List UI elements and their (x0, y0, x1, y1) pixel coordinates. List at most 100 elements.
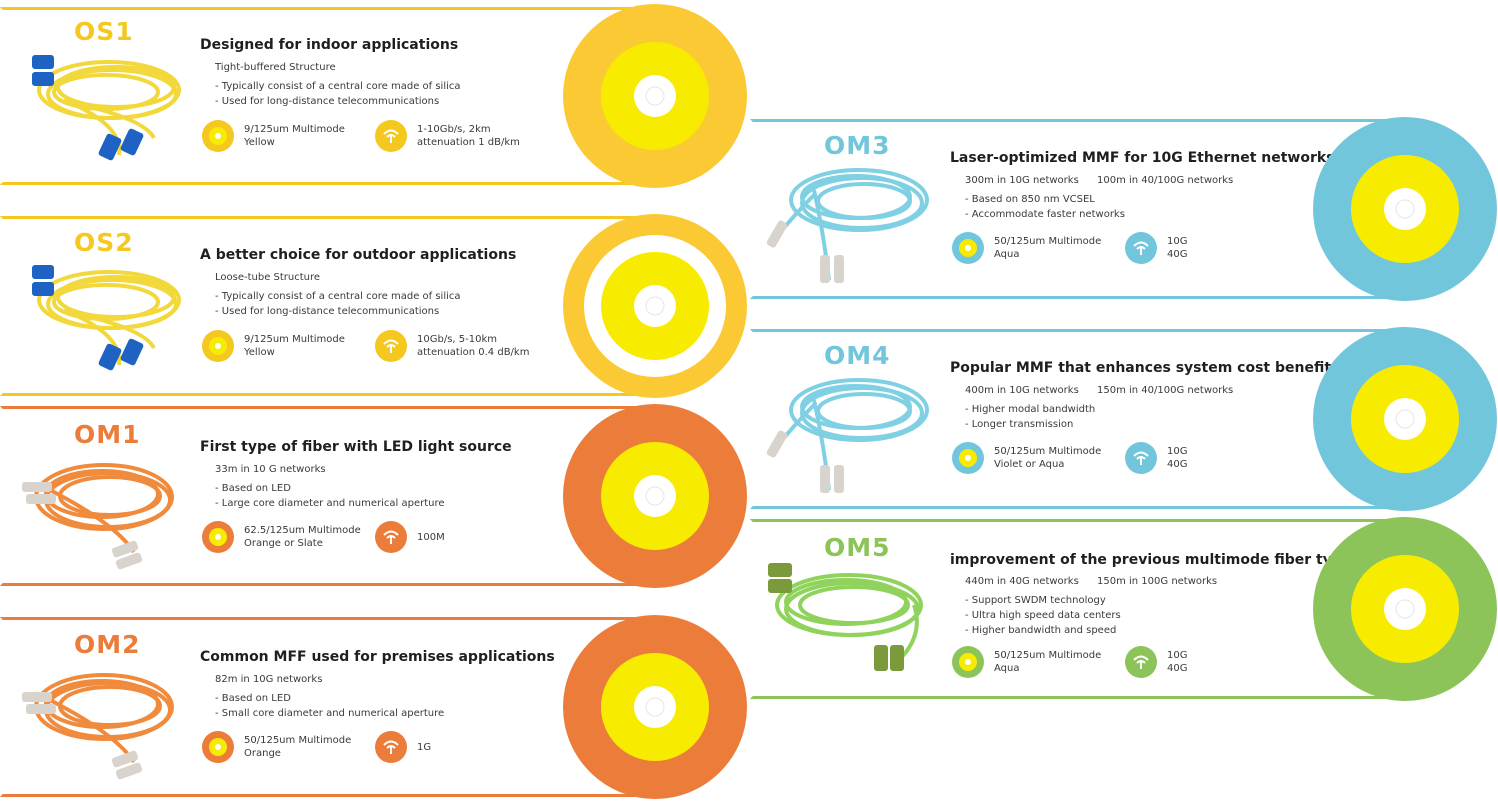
spec-line: Violet or Aqua (994, 459, 1065, 470)
bullet-item: - Ultra high speed data centers (965, 610, 1121, 621)
card-subtitle: Loose-tube Structure (215, 272, 321, 283)
fiber-cable-photo (22, 463, 174, 570)
spec-line: Aqua (994, 249, 1020, 260)
bullet-item: - Higher modal bandwidth (965, 404, 1096, 415)
spec-line: attenuation 1 dB/km (417, 137, 520, 148)
card-subtitle-2: 100m in 40/100G networks (1097, 175, 1234, 186)
bullet-item: - Longer transmission (965, 419, 1074, 430)
speed-signal-icon (1125, 232, 1157, 264)
card-label: OS1 (74, 17, 134, 46)
speed-signal-icon (1125, 442, 1157, 474)
card-subtitle: Tight-buffered Structure (215, 62, 336, 73)
fiber-core-icon (202, 330, 234, 362)
spec-line: Aqua (994, 663, 1020, 674)
spec-line: 40G (1167, 663, 1188, 674)
speed-signal-icon (375, 120, 407, 152)
card-label: OM1 (74, 420, 141, 449)
card-bullets: - Based on LED - Small core diameter and… (215, 691, 444, 721)
fiber-cross-section-disc (563, 615, 747, 799)
fiber-core-icon (952, 646, 984, 678)
card-heading: A better choice for outdoor applications (200, 247, 517, 263)
card-heading: Designed for indoor applications (200, 37, 459, 53)
speed-signal-icon (375, 731, 407, 763)
fiber-core-icon (202, 120, 234, 152)
spec-line: 50/125um Multimode (994, 236, 1102, 247)
spec-line: 1-10Gb/s, 2km (417, 124, 491, 135)
spec-line: 10G (1167, 650, 1188, 661)
bullet-item: - Higher bandwidth and speed (965, 625, 1117, 636)
card-subtitle-2: 150m in 100G networks (1097, 576, 1218, 587)
spec-line: Orange or Slate (244, 538, 323, 549)
bullet-item: - Large core diameter and numerical aper… (215, 498, 445, 509)
card-label: OS2 (74, 228, 134, 257)
card-heading: Laser-optimized MMF for 10G Ethernet net… (950, 150, 1335, 166)
card-subtitle: 33m in 10 G networks (215, 464, 326, 475)
spec-speed: 10Gb/s, 5-10km attenuation 0.4 dB/km (375, 330, 529, 362)
fiber-cable-photo (32, 265, 181, 371)
spec-line: 100M (417, 531, 445, 543)
speed-signal-icon (375, 521, 407, 553)
fiber-cross-section-disc (1313, 117, 1497, 301)
card-subtitle: 300m in 10G networks (965, 175, 1079, 186)
spec-line: 10Gb/s, 5-10km (417, 334, 497, 345)
spec-line: Yellow (244, 347, 275, 358)
bullet-item: - Based on LED (215, 483, 291, 494)
spec-line: Yellow (244, 137, 275, 148)
spec-line: 40G (1167, 249, 1188, 260)
card-label: OM2 (74, 630, 141, 659)
fiber-core-icon (202, 731, 234, 763)
card-bullets: - Higher modal bandwidth - Longer transm… (965, 402, 1095, 432)
card-bullets: - Support SWDM technology - Ultra high s… (965, 593, 1121, 638)
spec-line: 9/125um Multimode (244, 334, 345, 345)
spec-line: 10G (1167, 236, 1188, 247)
spec-speed: 1G (375, 731, 431, 763)
fiber-core-icon (952, 232, 984, 264)
spec-line: 50/125um Multimode (994, 650, 1102, 661)
fiber-cable-photo (22, 673, 174, 780)
spec-line: 1G (417, 741, 432, 753)
card-label: OM5 (824, 533, 891, 562)
spec-line: 40G (1167, 459, 1188, 470)
fiber-cable-photo (32, 55, 181, 161)
spec-line: Orange (244, 748, 281, 759)
fiber-cross-section-disc (1313, 517, 1497, 701)
card-bullets: - Typically consist of a central core ma… (215, 79, 461, 109)
card-heading: Common MFF used for premises application… (200, 649, 555, 665)
card-heading: First type of fiber with LED light sourc… (200, 439, 512, 455)
spec-speed: 1-10Gb/s, 2km attenuation 1 dB/km (375, 120, 520, 152)
bullet-item: - Used for long-distance telecommunicati… (215, 96, 440, 107)
spec-line: 9/125um Multimode (244, 124, 345, 135)
spec-line: attenuation 0.4 dB/km (417, 347, 530, 358)
fiber-cable-photo (768, 563, 923, 671)
card-bullets: - Based on 850 nm VCSEL - Accommodate fa… (965, 192, 1125, 222)
fiber-cable-photo (766, 168, 929, 283)
spec-speed: 100M (375, 521, 445, 553)
bullet-item: - Based on 850 nm VCSEL (965, 194, 1095, 205)
card-bullets: - Based on LED - Large core diameter and… (215, 481, 445, 511)
card-label: OM4 (824, 341, 891, 370)
bullet-item: - Accommodate faster networks (965, 209, 1125, 220)
fiber-cross-section-disc (563, 4, 747, 188)
spec-line: 62.5/125um Multimode (244, 525, 361, 536)
card-heading: Popular MMF that enhances system cost be… (950, 360, 1340, 376)
speed-signal-icon (1125, 646, 1157, 678)
card-subtitle-2: 150m in 40/100G networks (1097, 385, 1234, 396)
card-subtitle: 400m in 10G networks (965, 385, 1079, 396)
spec-line: 50/125um Multimode (994, 446, 1102, 457)
bullet-item: - Based on LED (215, 693, 291, 704)
spec-line: 10G (1167, 446, 1188, 457)
speed-signal-icon (375, 330, 407, 362)
fiber-core-icon (202, 521, 234, 553)
card-bullets: - Typically consist of a central core ma… (215, 289, 461, 319)
bullet-item: - Typically consist of a central core ma… (215, 291, 461, 302)
card-subtitle: 440m in 40G networks (965, 576, 1079, 587)
